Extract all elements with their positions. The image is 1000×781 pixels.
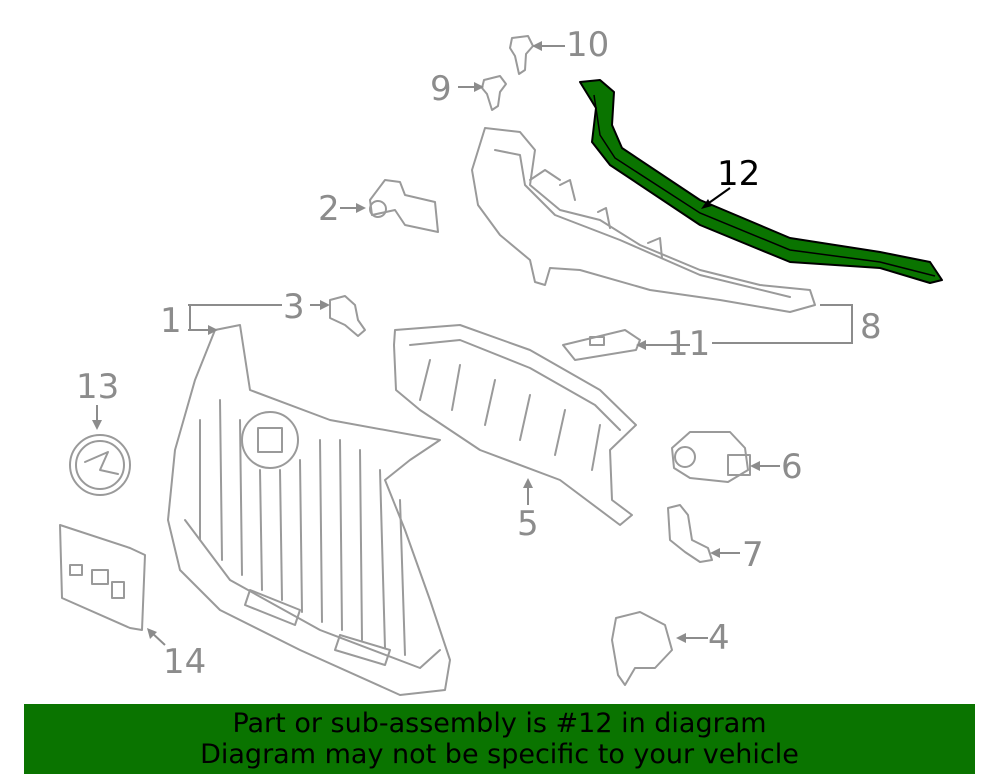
part-6-sensor [671, 431, 751, 483]
leader-lines [92, 41, 853, 646]
callout-8: 8 [860, 307, 882, 347]
part-10-fastener [509, 35, 534, 75]
callout-13: 13 [76, 367, 119, 407]
callout-11: 11 [667, 324, 710, 364]
callout-7: 7 [742, 535, 764, 575]
callout-6: 6 [781, 447, 803, 487]
banner-line-1: Part or sub-assembly is #12 in diagram [232, 708, 767, 739]
part-5-panel [393, 324, 637, 526]
callout-4: 4 [708, 618, 730, 658]
part-9-fastener [481, 75, 507, 111]
callout-12: 12 [717, 154, 760, 194]
banner-line-2: Diagram may not be specific to your vehi… [200, 739, 799, 770]
part-4-bracket [611, 611, 673, 686]
part-8-retainer [471, 127, 816, 313]
callout-1: 1 [160, 301, 182, 341]
notice-banner: Part or sub-assembly is #12 in diagram D… [24, 704, 975, 774]
part-7-bracket [667, 504, 713, 563]
callout-5: 5 [517, 504, 539, 544]
callout-2: 2 [318, 189, 340, 229]
part-2-bracket [369, 179, 439, 233]
callout-9: 9 [430, 69, 452, 109]
part-3-clip [329, 295, 366, 337]
part-1-grille [167, 324, 451, 696]
callout-14: 14 [163, 642, 206, 682]
part-13-emblem [69, 434, 131, 496]
part-14-bracket [59, 524, 146, 631]
part-11-plate [562, 329, 641, 361]
callout-3: 3 [283, 287, 305, 327]
callout-10: 10 [566, 25, 609, 65]
part-12-strip [579, 79, 943, 284]
